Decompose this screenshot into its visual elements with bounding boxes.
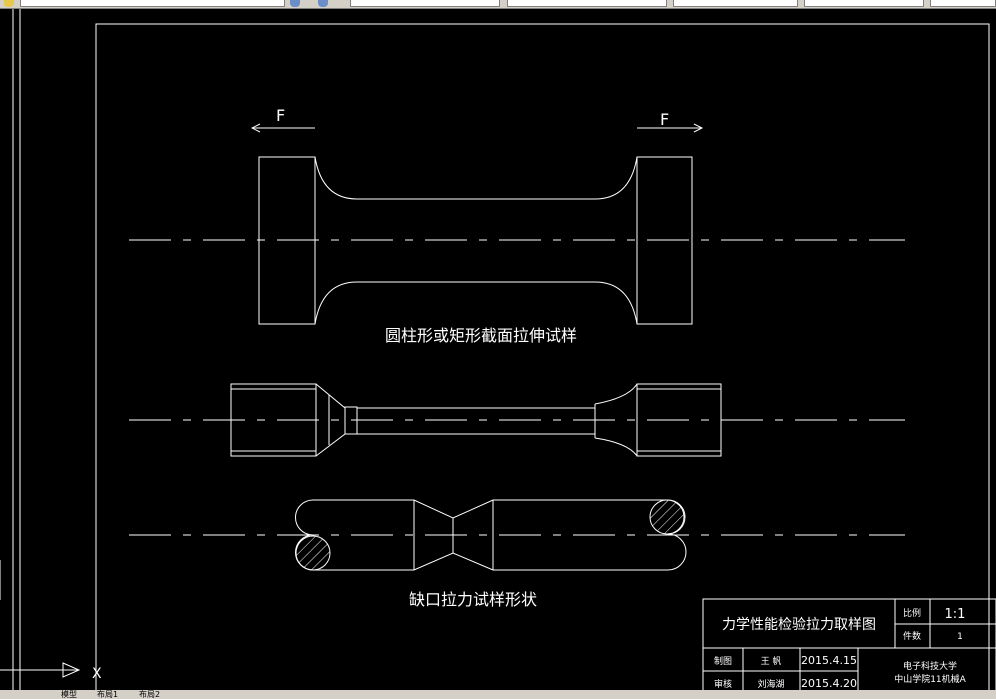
force-arrow-left bbox=[250, 123, 315, 133]
drawn-date: 2015.4.15 bbox=[801, 654, 857, 667]
drawn-label: 制图 bbox=[714, 655, 732, 667]
toolbar-icon-1[interactable] bbox=[4, 0, 14, 7]
drawing-border bbox=[95, 23, 990, 690]
toolbar-field-6[interactable] bbox=[930, 0, 996, 7]
toolbar-icon-2[interactable] bbox=[290, 0, 300, 7]
tensile-specimen-threaded bbox=[230, 383, 722, 457]
drawn-by: 王 帆 bbox=[761, 655, 782, 667]
scale-value: 1:1 bbox=[945, 607, 966, 622]
drawing-title: 力学性能检验拉力取样图 bbox=[722, 617, 876, 633]
tab-layout-2[interactable]: 布局2 bbox=[139, 690, 161, 699]
force-label-left: F bbox=[276, 106, 285, 125]
checked-by: 刘海湖 bbox=[757, 678, 784, 690]
toolbar-field-4[interactable] bbox=[673, 0, 798, 7]
quantity-value: 1 bbox=[957, 632, 963, 642]
toolbar-field-3[interactable] bbox=[507, 0, 667, 7]
tab-model[interactable]: 模型 bbox=[61, 690, 77, 699]
specimen-caption: 圆柱形或矩形截面拉伸试样 bbox=[385, 326, 577, 345]
ucs-x-label: X bbox=[92, 666, 102, 682]
title-block-lines bbox=[702, 598, 996, 690]
drawing-canvas[interactable]: F F 圆柱形或矩形截面拉伸试样 缺口拉力试样形状 力学性能检验拉力取样图 比例… bbox=[0, 9, 996, 690]
toolbar-icon-3[interactable] bbox=[318, 0, 328, 7]
toolbar-field-2[interactable] bbox=[350, 0, 500, 7]
ucs-icon bbox=[0, 560, 81, 678]
checked-date: 2015.4.20 bbox=[801, 677, 857, 690]
scale-label: 比例 bbox=[903, 607, 921, 619]
organization-line-1: 电子科技大学 bbox=[903, 660, 957, 672]
layout-tabs: 模型 布局1 布局2 bbox=[0, 690, 996, 699]
organization-line-2: 中山学院11机械A bbox=[894, 673, 966, 685]
tensile-specimen-notched bbox=[295, 499, 687, 571]
toolbar-field-5[interactable] bbox=[804, 0, 924, 7]
checked-label: 审核 bbox=[714, 678, 732, 690]
force-arrow-right bbox=[637, 123, 704, 133]
toolbar bbox=[0, 0, 996, 9]
toolbar-field-1[interactable] bbox=[20, 0, 285, 7]
notched-caption: 缺口拉力试样形状 bbox=[409, 590, 537, 609]
force-label-right: F bbox=[660, 110, 669, 129]
quantity-label: 件数 bbox=[903, 630, 921, 642]
tab-layout-1[interactable]: 布局1 bbox=[97, 690, 119, 699]
